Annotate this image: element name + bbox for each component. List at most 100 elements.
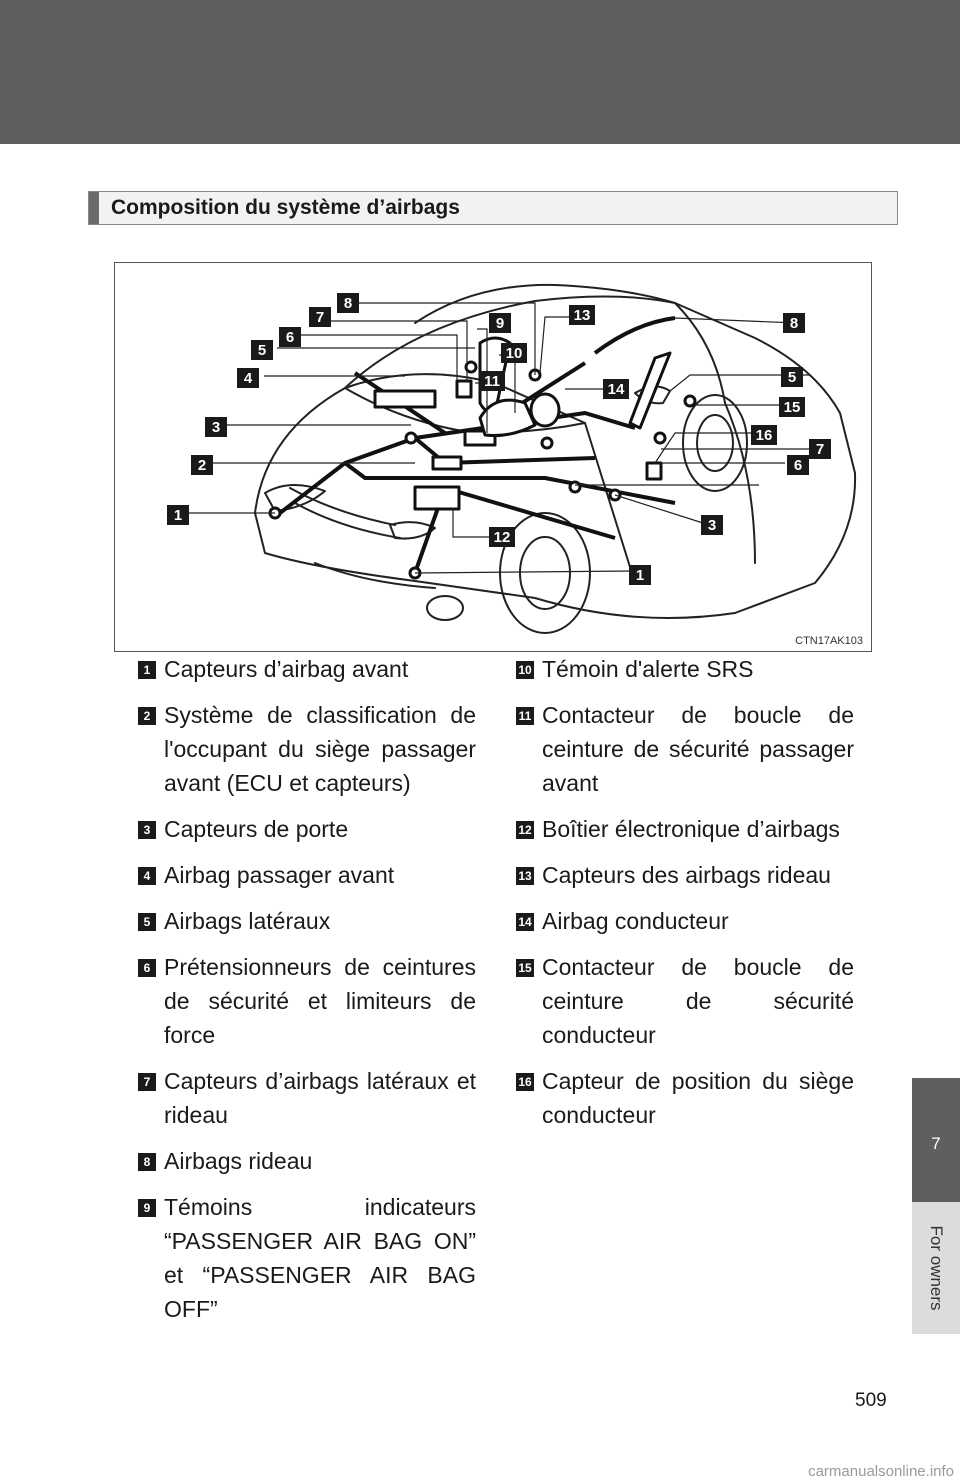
legend-text: Capteur de position du siège conducteur [542, 1068, 854, 1128]
legend-item: 15 Contacteur de boucle de ceinture de sé… [516, 950, 854, 1052]
legend-item: 14 Airbag conducteur [516, 904, 854, 938]
diagram-marker: 7 [309, 307, 331, 327]
legend-text: Airbag conducteur [542, 908, 729, 934]
svg-text:4: 4 [244, 370, 253, 387]
legend-number-badge: 4 [138, 867, 156, 885]
section-header-bar [89, 192, 99, 224]
legend-item: 13 Capteurs des airbags rideau [516, 858, 854, 892]
legend-text: Airbags latéraux [164, 908, 331, 934]
legend-number-badge: 15 [516, 959, 534, 977]
legend-text: Système de classification de l'occupant … [164, 702, 476, 796]
diagram-marker: 9 [489, 313, 511, 333]
diagram-marker: 8 [783, 313, 805, 333]
legend-number-badge: 3 [138, 821, 156, 839]
chapter-number-tab: 7 [912, 1078, 960, 1202]
legend-number-badge: 8 [138, 1153, 156, 1171]
diagram-marker: 5 [251, 340, 273, 360]
legend-item: 3 Capteurs de porte [138, 812, 476, 846]
legend-item: 2 Système de classification de l'occupant… [138, 698, 476, 800]
svg-text:6: 6 [286, 329, 294, 346]
diagram-marker: 13 [569, 305, 595, 325]
svg-text:7: 7 [316, 309, 324, 326]
diagram-marker: 1 [629, 565, 651, 585]
legend-item: 8 Airbags rideau [138, 1144, 476, 1178]
legend-item: 7 Capteurs d’airbags latéraux et rideau [138, 1064, 476, 1132]
figure-code: CTN17AK103 [795, 635, 863, 647]
legend-number-badge: 5 [138, 913, 156, 931]
diagram-marker: 7 [809, 439, 831, 459]
svg-text:1: 1 [174, 507, 182, 524]
diagram-marker: 3 [701, 515, 723, 535]
diagram-marker: 8 [337, 293, 359, 313]
legend-number-badge: 10 [516, 661, 534, 679]
legend-item: 10 Témoin d'alerte SRS [516, 652, 854, 686]
legend-number-badge: 14 [516, 913, 534, 931]
legend-number-badge: 2 [138, 707, 156, 725]
legend-list-left: 1 Capteurs d’airbag avant 2 Système de clas… [138, 652, 476, 1338]
svg-text:7: 7 [816, 441, 824, 458]
diagram-marker: 4 [237, 368, 259, 388]
diagram-marker: 3 [205, 417, 227, 437]
legend-number-badge: 12 [516, 821, 534, 839]
legend-number-badge: 1 [138, 661, 156, 679]
legend-text: Capteurs d’airbags latéraux et rideau [164, 1068, 476, 1128]
svg-text:11: 11 [484, 373, 500, 390]
legend-item: 5 Airbags latéraux [138, 904, 476, 938]
section-header: Composition du système d’airbags [88, 191, 898, 225]
legend-text: Contacteur de boucle de ceinture de sécu… [542, 702, 854, 796]
svg-text:9: 9 [496, 315, 504, 332]
diagram-marker: 6 [787, 455, 809, 475]
legend-number-badge: 11 [516, 707, 534, 725]
watermark: carmanualsonline.info [808, 1463, 954, 1480]
legend-text: Témoins indicateurs “PASSENGER AIR BAG O… [164, 1194, 476, 1322]
legend-text: Airbags rideau [164, 1148, 313, 1174]
section-title: Composition du système d’airbags [111, 196, 460, 219]
legend-number-badge: 9 [138, 1199, 156, 1217]
page-number: 509 [855, 1390, 887, 1411]
diagram-marker: 11 [479, 371, 505, 391]
diagram-marker: 1 [167, 505, 189, 525]
diagram-marker: 6 [279, 327, 301, 347]
legend-text: Airbag passager avant [164, 862, 395, 888]
svg-text:12: 12 [494, 529, 511, 546]
svg-text:6: 6 [794, 457, 802, 474]
svg-text:13: 13 [574, 307, 591, 324]
chapter-label-tab: For owners [912, 1202, 960, 1334]
svg-text:1: 1 [636, 567, 644, 584]
legend-text: Capteurs d’airbag avant [164, 656, 409, 682]
legend-item: 11 Contacteur de boucle de ceinture de sé… [516, 698, 854, 800]
svg-text:15: 15 [784, 399, 801, 416]
legend-item: 12 Boîtier électronique d’airbags [516, 812, 854, 846]
diagram-marker: 12 [489, 527, 515, 547]
legend-number-badge: 13 [516, 867, 534, 885]
diagram-marker: 5 [781, 367, 803, 387]
diagram-marker: 2 [191, 455, 213, 475]
svg-text:16: 16 [756, 427, 773, 444]
top-band [0, 0, 960, 144]
legend-item: 9 Témoins indicateurs “PASSENGER AIR BAG … [138, 1190, 476, 1326]
legend-text: Capteurs de porte [164, 816, 349, 842]
legend-text: Boîtier électronique d’airbags [542, 816, 840, 842]
chapter-label: For owners [927, 1225, 946, 1311]
diagram-marker: 16 [751, 425, 777, 445]
svg-text:3: 3 [212, 419, 220, 436]
svg-text:5: 5 [258, 342, 266, 359]
legend-item: 1 Capteurs d’airbag avant [138, 652, 476, 686]
legend-text: Contacteur de boucle de ceinture de sécu… [542, 954, 854, 1048]
legend-item: 4 Airbag passager avant [138, 858, 476, 892]
legend-text: Capteurs des airbags rideau [542, 862, 831, 888]
svg-text:2: 2 [198, 457, 206, 474]
chapter-number: 7 [931, 1134, 941, 1153]
diagram-marker: 10 [501, 343, 527, 363]
legend-number-badge: 7 [138, 1073, 156, 1091]
svg-text:8: 8 [790, 315, 798, 332]
svg-text:14: 14 [608, 381, 625, 398]
svg-text:5: 5 [788, 369, 796, 386]
svg-text:10: 10 [506, 345, 523, 362]
legend-number-badge: 6 [138, 959, 156, 977]
legend-text: Témoin d'alerte SRS [542, 656, 754, 682]
